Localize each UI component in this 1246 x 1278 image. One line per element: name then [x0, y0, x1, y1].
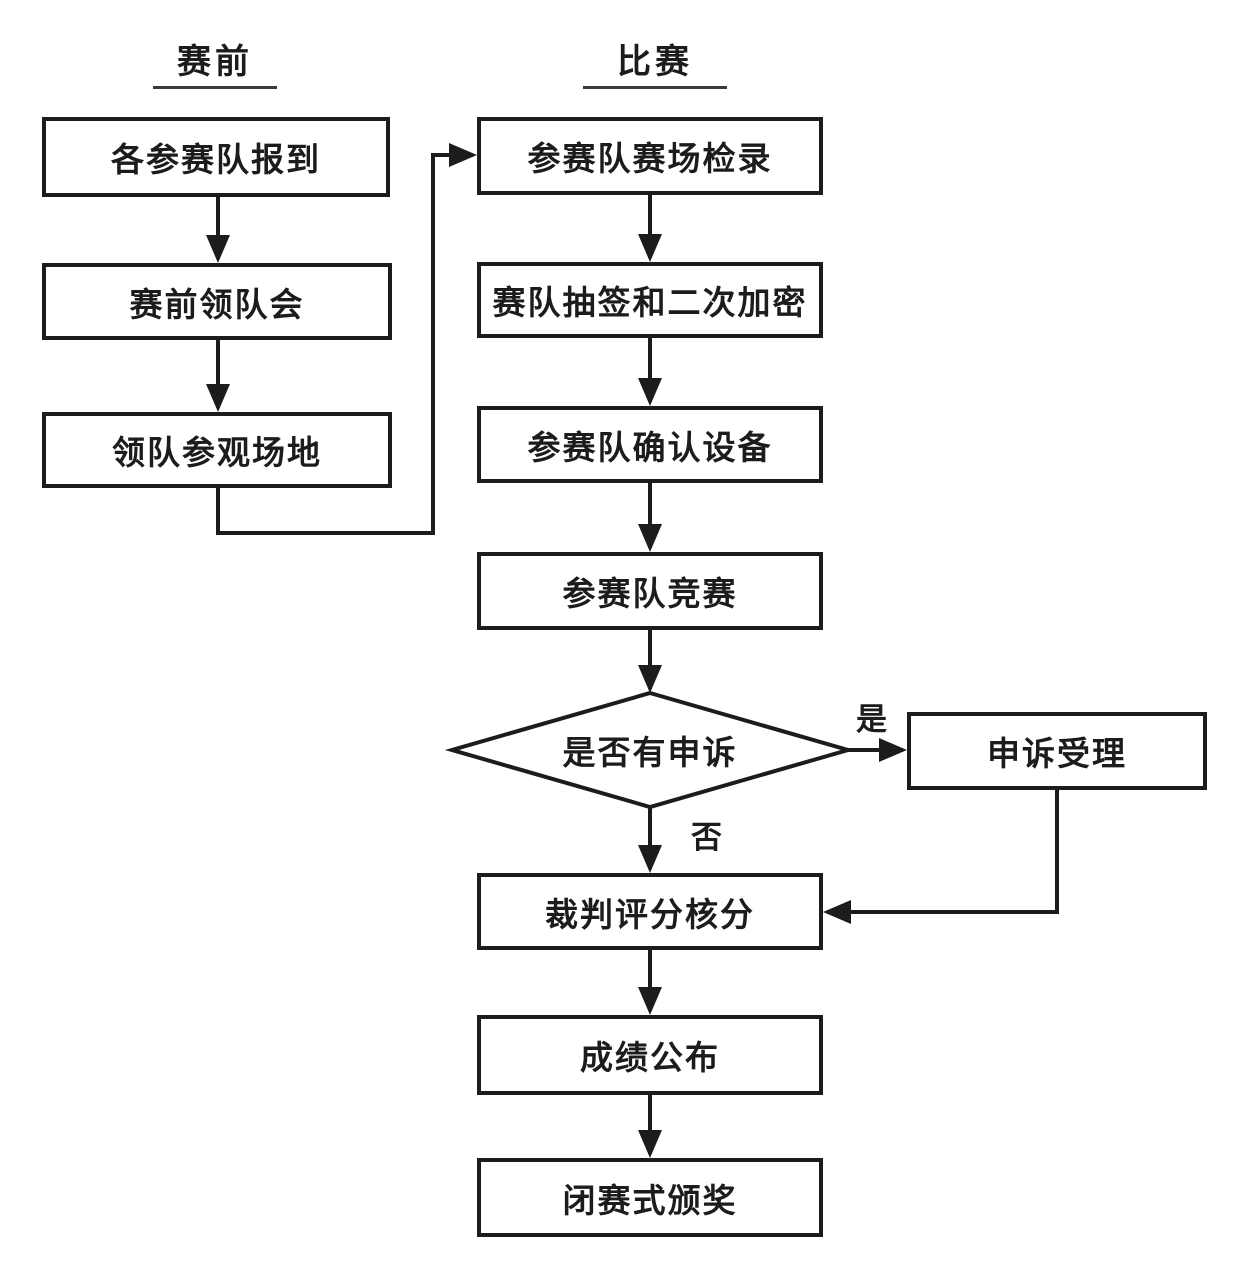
edge-label-no: 否 — [691, 820, 722, 855]
node-arena-checkin: 参赛队赛场检录 — [477, 117, 823, 195]
node-decision-has-appeal: 是否有申诉 — [562, 736, 738, 772]
node-venue-visit: 领队参观场地 — [42, 412, 392, 488]
node-results-announce: 成绩公布 — [477, 1015, 823, 1095]
column-header-competition: 比赛 — [583, 34, 727, 89]
edge-label-yes: 是 — [856, 702, 887, 737]
edge-appeal-to-scoring — [823, 790, 1059, 924]
node-closing-awards: 闭赛式颁奖 — [477, 1158, 823, 1237]
node-appeal-handling: 申诉受理 — [907, 712, 1207, 790]
edge-venue-visit-to-arena-checkin — [216, 143, 477, 535]
node-draw-encryption: 赛队抽签和二次加密 — [477, 262, 823, 338]
column-header-pre-competition: 赛前 — [153, 34, 277, 89]
node-judge-scoring: 裁判评分核分 — [477, 873, 823, 950]
node-competition: 参赛队竞赛 — [477, 552, 823, 630]
node-leader-meeting: 赛前领队会 — [42, 263, 392, 340]
node-confirm-equipment: 参赛队确认设备 — [477, 406, 823, 483]
node-team-registration: 各参赛队报到 — [42, 117, 390, 197]
